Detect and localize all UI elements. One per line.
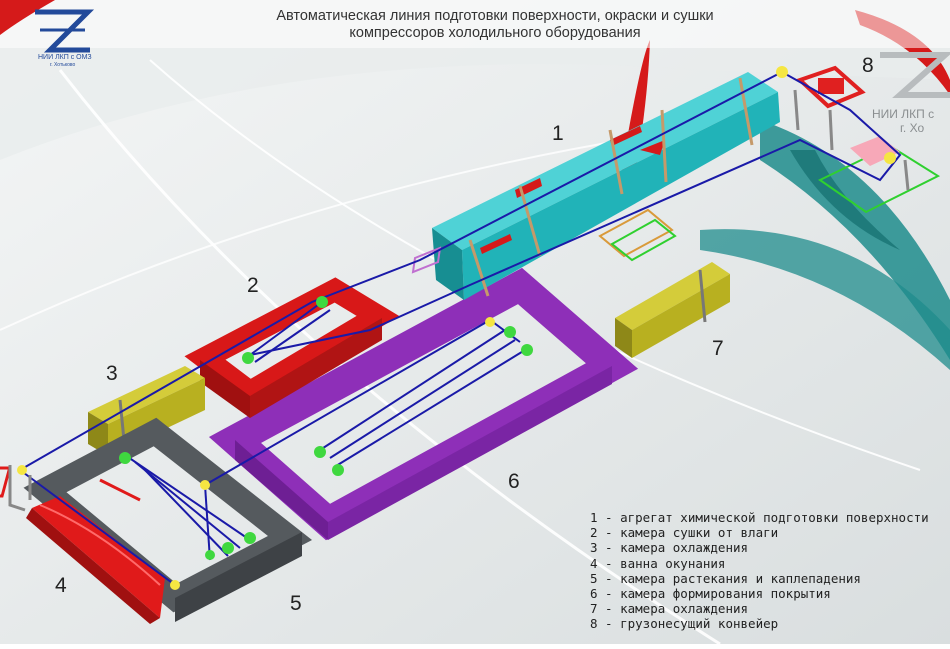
left-logo-subtext: г. Хотьково bbox=[50, 62, 75, 68]
right-logo: НИИ ЛКП с г. Хо bbox=[872, 52, 950, 135]
legend-item-8: 8 - грузонесущий конвейер bbox=[590, 616, 779, 632]
unit-1-tunnel bbox=[432, 72, 780, 300]
left-logo: НИИ ЛКП с ОМЗ г. Хотьково bbox=[0, 0, 95, 68]
label-unit-8: 8 bbox=[862, 54, 874, 77]
label-unit-2: 2 bbox=[247, 274, 259, 297]
label-unit-1: 1 bbox=[552, 122, 564, 145]
legend-item-1: 1 - агрегат химической подготовки поверх… bbox=[590, 510, 929, 525]
label-unit-5: 5 bbox=[290, 592, 302, 615]
left-end-stand bbox=[8, 465, 32, 512]
page-title: Автоматическая линия подготовки поверхно… bbox=[150, 8, 840, 42]
unit-8-drive bbox=[793, 65, 910, 191]
teal-swirl-decoration bbox=[700, 120, 950, 370]
unit-4-hoist bbox=[0, 466, 141, 502]
legend-item-5: 5 - камера растекания и каплепадения bbox=[590, 570, 861, 586]
header-band bbox=[0, 0, 950, 48]
conveyor-hangers bbox=[17, 66, 896, 590]
unit-7-block bbox=[615, 262, 730, 358]
label-unit-7: 7 bbox=[712, 337, 724, 360]
label-unit-6: 6 bbox=[508, 470, 520, 493]
unit-6-frame bbox=[208, 267, 639, 541]
title-line-2: компрессоров холодильного оборудования bbox=[349, 25, 641, 41]
legend: 1 - агрегат химической подготовки поверх… bbox=[590, 510, 929, 632]
label-unit-4: 4 bbox=[55, 574, 67, 597]
legend-item-6: 6 - камера формирования покрытия bbox=[590, 586, 831, 602]
left-logo-text: НИИ ЛКП с ОМЗ bbox=[38, 54, 92, 61]
right-logo-text-1: НИИ ЛКП с bbox=[872, 107, 934, 121]
right-logo-text-2: г. Хо bbox=[900, 121, 924, 135]
legend-item-3: 3 - камера охлаждения bbox=[590, 540, 749, 556]
legend-item-2: 2 - камера сушки от влаги bbox=[590, 525, 779, 541]
unit-4-bath bbox=[26, 496, 165, 624]
legend-item-7: 7 - камера охлаждения bbox=[590, 601, 749, 617]
label-unit-3: 3 bbox=[106, 362, 118, 385]
legend-item-4: 4 - ванна окунания bbox=[590, 555, 726, 571]
title-line-1: Автоматическая линия подготовки поверхно… bbox=[276, 8, 714, 24]
